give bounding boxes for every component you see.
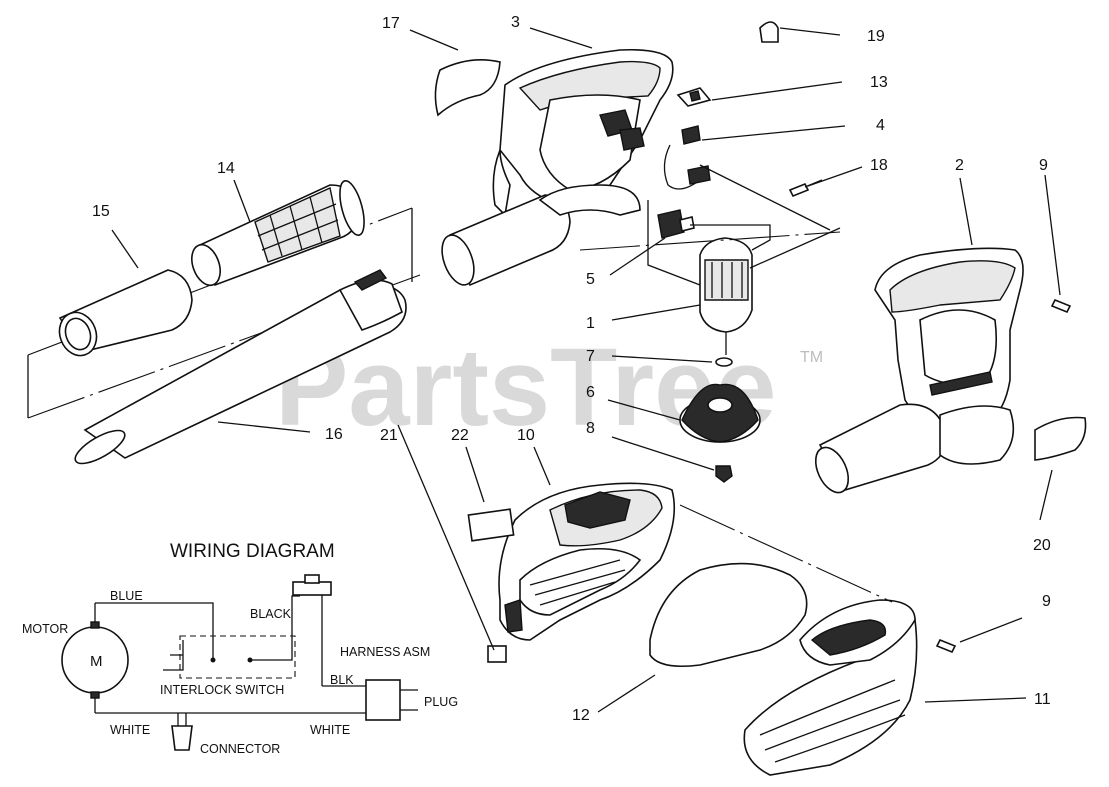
- part-13-bracket: [676, 87, 712, 107]
- callout-15: 15: [92, 203, 110, 220]
- callout-8: 8: [586, 420, 595, 437]
- white-left-label: WHITE: [110, 723, 150, 737]
- harness-label: HARNESS ASM: [340, 645, 430, 659]
- callout-11: 11: [1034, 691, 1051, 708]
- plug-box: [365, 679, 401, 721]
- callout-17: 17: [382, 15, 400, 32]
- part-14-vacuum-tube: [191, 180, 365, 287]
- callout-6: 6: [586, 384, 595, 401]
- part-11-lower-housing: [743, 599, 918, 776]
- wiring-diagram: WIRING DIAGRAM M MOTOR BLUE INTERLOCK SW…: [22, 541, 458, 756]
- part-2-assembled-blower: [814, 247, 1024, 494]
- interlock-label: INTERLOCK SWITCH: [160, 683, 284, 697]
- motor-label: MOTOR: [22, 622, 68, 636]
- black-label: BLACK: [250, 607, 292, 621]
- part-15-tube: [58, 269, 193, 357]
- tube-assembly: [27, 180, 421, 465]
- callout-numbers: 17 3 19 13 4 18 2 9 14 15 5 1 7 6 8 16 2…: [92, 14, 1051, 724]
- part-12-filter: [649, 562, 808, 668]
- callout-7: 7: [586, 348, 595, 365]
- harness-connector: [292, 581, 332, 596]
- part-3-housing: [441, 48, 674, 287]
- callout-20: 20: [1033, 537, 1051, 554]
- part-22-label: [467, 508, 515, 542]
- leader-lines: [111, 27, 1061, 713]
- callout-9-bottom: 9: [1042, 593, 1051, 610]
- callout-12: 12: [572, 707, 590, 724]
- part-8-nut: [715, 465, 733, 483]
- part-16-blower-tube: [74, 269, 407, 465]
- callout-3: 3: [511, 14, 520, 31]
- part-9-screw-bottom: [935, 638, 957, 654]
- part-10-housing-half: [498, 482, 676, 641]
- callout-9-top: 9: [1039, 157, 1048, 174]
- watermark-tm: TM: [800, 349, 823, 366]
- callout-4: 4: [876, 117, 885, 134]
- blk-label: BLK: [330, 673, 354, 687]
- part-4-switch: [663, 125, 831, 231]
- blue-label: BLUE: [110, 589, 143, 603]
- callout-10: 10: [517, 427, 535, 444]
- callout-1: 1: [586, 315, 595, 332]
- callout-14: 14: [217, 160, 235, 177]
- white-right-label: WHITE: [310, 723, 350, 737]
- part-21-label: [487, 645, 507, 663]
- wire-connector: [171, 725, 193, 751]
- part-19-tab: [759, 21, 779, 43]
- callout-18: 18: [870, 157, 888, 174]
- part-6-impeller: [679, 383, 761, 443]
- connector-label: CONNECTOR: [200, 742, 280, 756]
- callout-5: 5: [586, 271, 595, 288]
- part-9-screw-top: [1050, 298, 1072, 314]
- callout-2: 2: [955, 157, 964, 174]
- plug-label: PLUG: [424, 695, 458, 709]
- part-5-terminal: [647, 200, 701, 286]
- part-7-washer: [715, 357, 733, 367]
- part-1-motor: [690, 224, 841, 355]
- motor-m: M: [90, 653, 103, 670]
- callout-21: 21: [380, 427, 398, 444]
- wiring-title: WIRING DIAGRAM: [170, 541, 335, 562]
- part-20-label: [1034, 416, 1087, 461]
- callout-13: 13: [870, 74, 888, 91]
- callout-22: 22: [451, 427, 469, 444]
- callout-16: 16: [325, 426, 343, 443]
- callout-19: 19: [867, 28, 885, 45]
- part-17-label: [434, 59, 501, 117]
